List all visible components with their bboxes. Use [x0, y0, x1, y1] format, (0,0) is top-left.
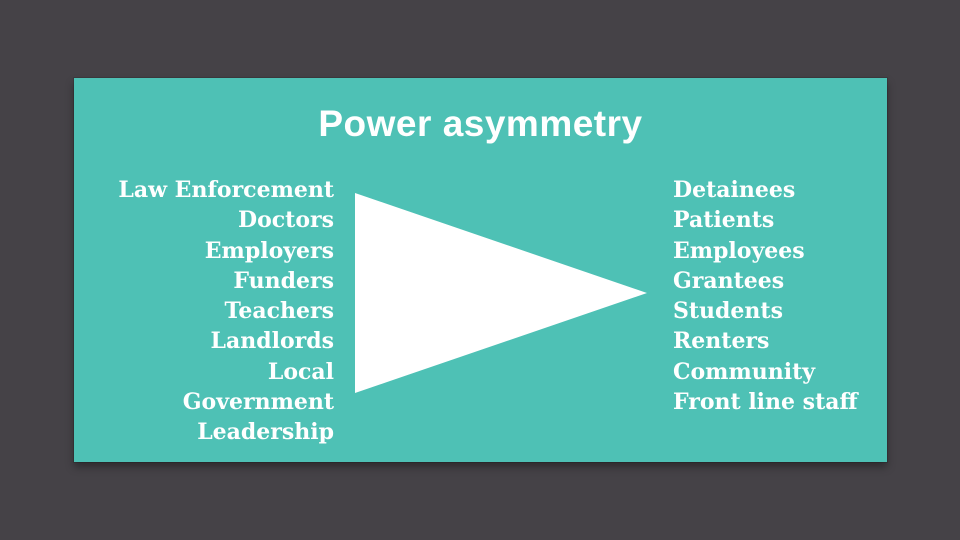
list-item: Teachers [224, 298, 334, 325]
list-item: Employees [673, 237, 805, 264]
list-item: Leadership [197, 419, 334, 446]
list-item: Employers [204, 237, 334, 264]
list-item: Grantees [673, 267, 785, 294]
slide-canvas: Power asymmetry Law Enforcement Doctors … [74, 78, 887, 462]
power-holders-list: Law Enforcement Doctors Employers Funder… [114, 175, 334, 448]
list-item: Detainees [673, 177, 796, 203]
slide-title: Power asymmetry [318, 103, 643, 144]
list-item: Community [673, 358, 816, 385]
power-subjects-list: Detainees Patients Employees Grantees St… [673, 175, 903, 417]
list-item: Students [673, 298, 783, 325]
list-item: Landlords [210, 328, 335, 355]
list-item: Funders [233, 267, 334, 294]
list-item: Doctors [238, 207, 334, 234]
list-item: Patients [673, 207, 775, 234]
list-item: Law Enforcement [118, 177, 334, 203]
list-item: Local Government [182, 358, 334, 416]
right-arrow-triangle-icon [355, 193, 647, 393]
list-item: Front line staff [673, 389, 858, 416]
list-item: Renters [673, 328, 770, 355]
